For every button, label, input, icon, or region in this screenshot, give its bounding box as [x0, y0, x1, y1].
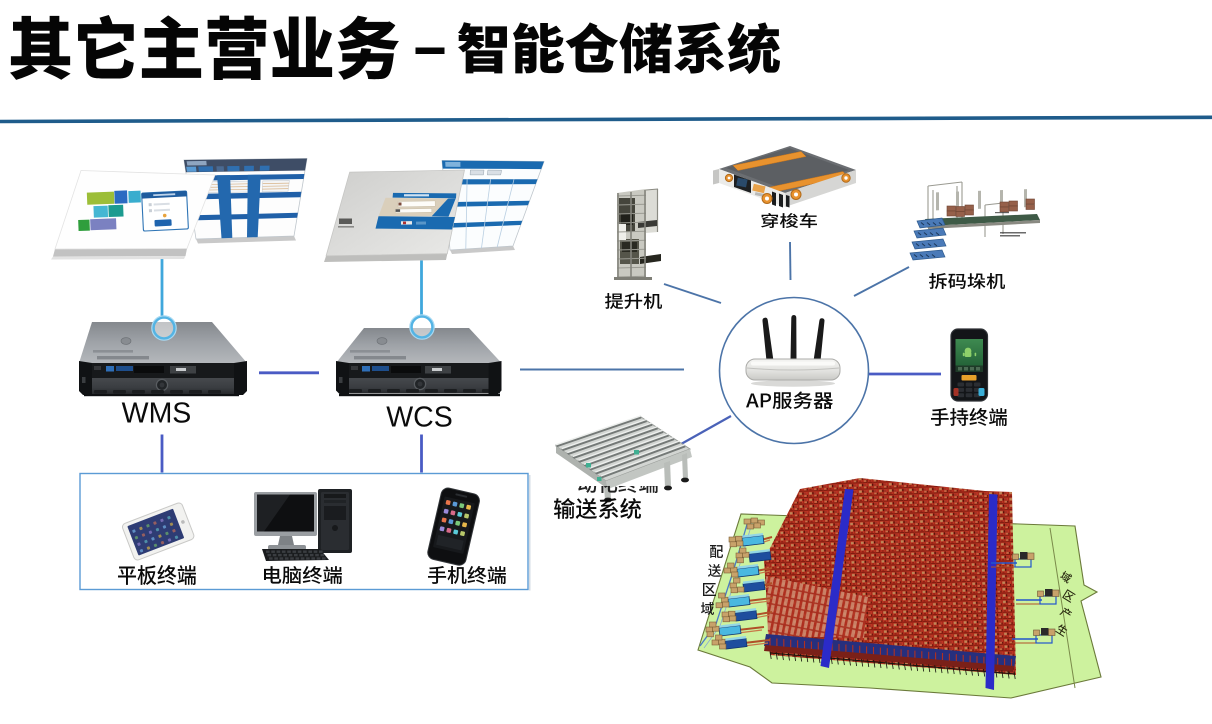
- svg-text:WCS: WCS: [386, 402, 453, 434]
- svg-text:WMS: WMS: [122, 398, 192, 430]
